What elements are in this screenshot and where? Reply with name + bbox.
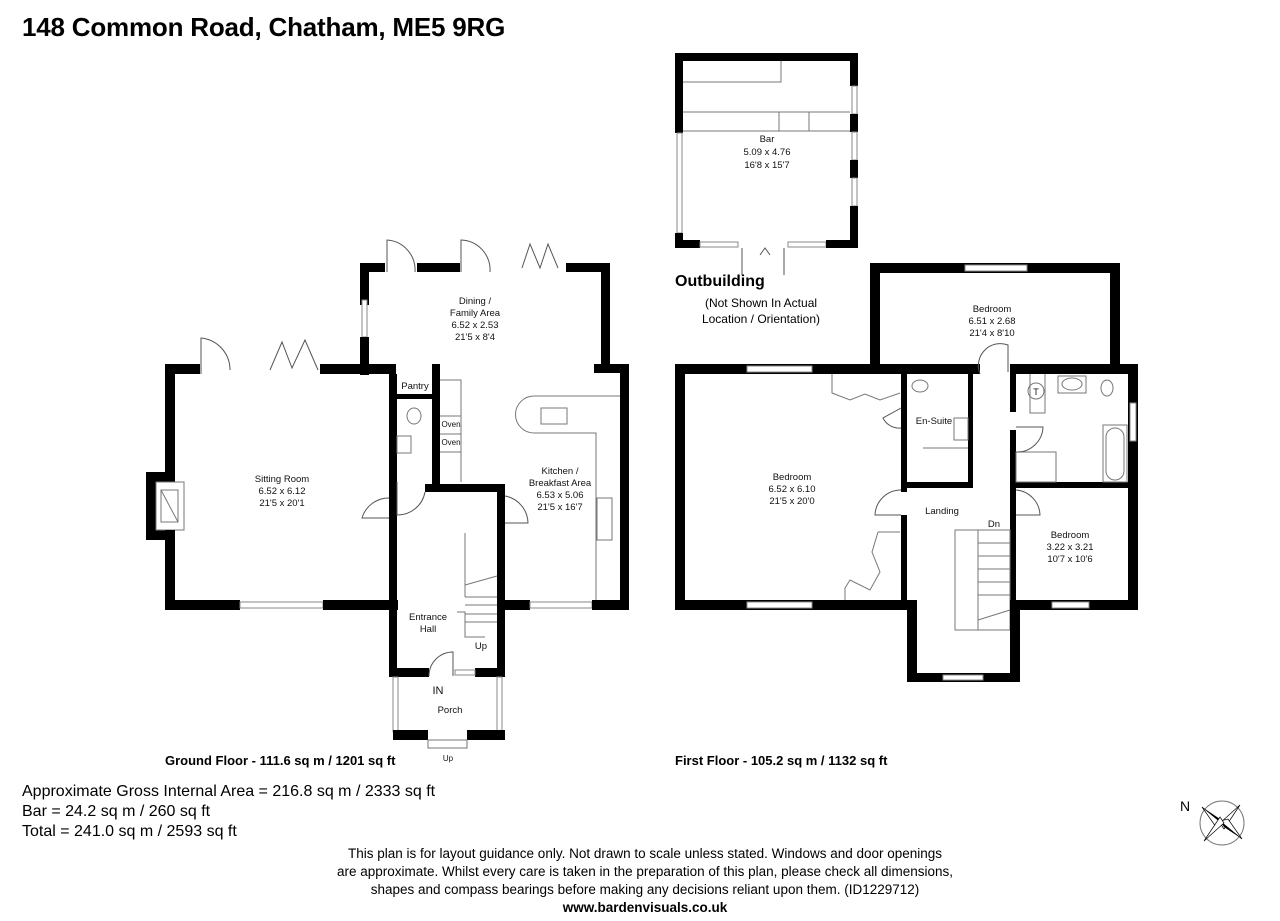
svg-text:Oven: Oven	[441, 420, 460, 429]
svg-text:6.52 x 6.10: 6.52 x 6.10	[768, 484, 815, 495]
svg-text:21'5 x 20'0: 21'5 x 20'0	[769, 496, 814, 507]
svg-text:Porch: Porch	[438, 705, 463, 716]
svg-text:Up: Up	[443, 754, 454, 763]
svg-text:Entrance: Entrance	[409, 612, 447, 623]
svg-text:IN: IN	[433, 685, 444, 697]
svg-text:6.52 x 6.12: 6.52 x 6.12	[258, 486, 305, 497]
svg-text:6.53 x 5.06: 6.53 x 5.06	[536, 490, 583, 501]
ground-floor-plan	[146, 239, 629, 749]
svg-text:21'4 x 8'10: 21'4 x 8'10	[969, 328, 1014, 339]
area-summary: Approximate Gross Internal Area = 216.8 …	[22, 782, 435, 842]
svg-text:3.22 x 3.21: 3.22 x 3.21	[1046, 542, 1093, 553]
outbuilding-bar: Bar 5.09 x 4.76 16'8 x 15'7	[675, 53, 858, 275]
svg-text:Breakfast Area: Breakfast Area	[529, 478, 592, 489]
svg-text:Dn: Dn	[988, 519, 1000, 530]
svg-text:21'5 x 20'1: 21'5 x 20'1	[259, 498, 304, 509]
svg-text:Bar: Bar	[760, 134, 775, 145]
first-floor-plan	[675, 263, 1138, 682]
svg-text:N: N	[1180, 798, 1190, 814]
svg-text:Dining /: Dining /	[459, 296, 492, 307]
compass-rose-icon: N	[1180, 795, 1250, 860]
svg-text:Bedroom: Bedroom	[773, 472, 812, 483]
svg-text:6.51 x 2.68: 6.51 x 2.68	[968, 316, 1015, 327]
outbuilding-note: (Not Shown In Actual Location / Orientat…	[701, 296, 821, 326]
svg-text:Kitchen /: Kitchen /	[542, 466, 579, 477]
bar-area: Bar = 24.2 sq m / 260 sq ft	[22, 803, 211, 820]
first-floor-label: First Floor - 105.2 sq m / 1132 sq ft	[675, 753, 888, 768]
outbuilding-heading: Outbuilding	[675, 273, 765, 290]
svg-text:6.52 x 2.53: 6.52 x 2.53	[451, 320, 498, 331]
svg-text:21'5 x 8'4: 21'5 x 8'4	[455, 332, 495, 343]
gross-area: Approximate Gross Internal Area = 216.8 …	[22, 783, 436, 800]
svg-text:Family Area: Family Area	[450, 308, 501, 319]
total-area: Total = 241.0 sq m / 2593 sq ft	[22, 823, 237, 840]
svg-text:Oven: Oven	[441, 438, 460, 447]
svg-text:T: T	[1033, 387, 1039, 397]
svg-text:Bedroom: Bedroom	[973, 304, 1012, 315]
disclaimer: This plan is for layout guidance only. N…	[290, 845, 1000, 917]
svg-text:Landing: Landing	[925, 506, 959, 517]
svg-text:Up: Up	[475, 641, 487, 652]
svg-text:Sitting Room: Sitting Room	[255, 474, 309, 485]
ground-floor-label: Ground Floor - 111.6 sq m / 1201 sq ft	[165, 753, 396, 768]
svg-text:Bedroom: Bedroom	[1051, 530, 1090, 541]
svg-text:En-Suite: En-Suite	[916, 416, 952, 427]
page-title: 148 Common Road, Chatham, ME5 9RG	[22, 12, 506, 42]
svg-text:Hall: Hall	[420, 624, 436, 635]
svg-text:21'5 x 16'7: 21'5 x 16'7	[537, 502, 582, 513]
svg-text:Pantry: Pantry	[401, 381, 429, 392]
svg-text:10'7 x 10'6: 10'7 x 10'6	[1047, 554, 1092, 565]
svg-text:16'8 x 15'7: 16'8 x 15'7	[744, 160, 789, 171]
website-link[interactable]: www.bardenvisuals.co.uk	[562, 900, 728, 915]
svg-text:5.09 x 4.76: 5.09 x 4.76	[743, 147, 790, 158]
